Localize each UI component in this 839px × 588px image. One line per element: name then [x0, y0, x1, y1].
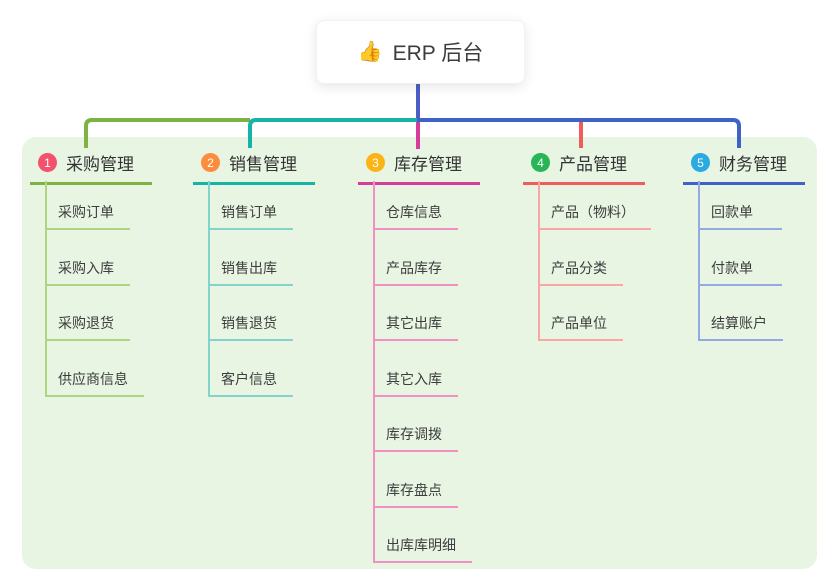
branch-3-child-4[interactable]: 其它入库	[373, 343, 458, 397]
branch-5-child-2[interactable]: 付款单	[698, 232, 782, 286]
branch-4-number-badge: 4	[531, 153, 550, 172]
branch-2-child-3[interactable]: 销售退货	[208, 288, 293, 341]
branch-4-title: 产品管理	[559, 155, 627, 174]
branch-2-child-4[interactable]: 客户信息	[208, 343, 293, 397]
branch-1-header[interactable]: 1 采购管理	[30, 147, 152, 185]
branch-3-number-badge: 3	[366, 153, 385, 172]
branch-4-children-line	[538, 181, 540, 341]
branch-1-children-line	[45, 181, 47, 397]
branch-3-title: 库存管理	[394, 155, 462, 174]
branch-3-child-1[interactable]: 仓库信息	[373, 177, 458, 230]
branch-5-number-badge: 5	[691, 153, 710, 172]
branch-3-children-line	[373, 181, 375, 563]
root-node[interactable]: 👍 ERP 后台	[316, 20, 525, 84]
branch-1-child-2[interactable]: 采购入库	[45, 232, 130, 286]
branch-2-header[interactable]: 2 销售管理	[193, 147, 315, 185]
thumbs-up-icon: 👍	[357, 41, 383, 63]
branch-1-child-4[interactable]: 供应商信息	[45, 343, 144, 397]
branch-3-child-6[interactable]: 库存盘点	[373, 454, 458, 508]
branch-1-child-1[interactable]: 采购订单	[45, 177, 130, 230]
root-title: ERP 后台	[392, 42, 484, 65]
branch-3-child-7[interactable]: 出库库明细	[373, 510, 472, 563]
branch-5-header[interactable]: 5 财务管理	[683, 147, 805, 185]
branch-2-child-1[interactable]: 销售订单	[208, 177, 293, 230]
branch-3-header[interactable]: 3 库存管理	[358, 147, 480, 185]
branch-5-title: 财务管理	[719, 155, 787, 174]
branch-2-title: 销售管理	[229, 155, 297, 174]
branch-2-child-2[interactable]: 销售出库	[208, 232, 293, 286]
branch-1-title: 采购管理	[66, 155, 134, 174]
branch-2-number-badge: 2	[201, 153, 220, 172]
branch-3-child-3[interactable]: 其它出库	[373, 288, 458, 341]
branch-4-child-2[interactable]: 产品分类	[538, 232, 623, 286]
branch-4-child-1[interactable]: 产品（物料）	[538, 177, 651, 230]
branch-5-child-1[interactable]: 回款单	[698, 177, 782, 230]
branch-5-children-line	[698, 181, 700, 341]
branch-1-number-badge: 1	[38, 153, 57, 172]
branch-4-child-3[interactable]: 产品单位	[538, 288, 623, 341]
branch-3-child-2[interactable]: 产品库存	[373, 232, 458, 286]
branches-group-background	[22, 137, 817, 569]
branch-2-children-line	[208, 181, 210, 397]
branch-3-child-5[interactable]: 库存调拨	[373, 399, 458, 452]
branch-5-child-3[interactable]: 结算账户	[698, 288, 783, 341]
branch-1-child-3[interactable]: 采购退货	[45, 288, 130, 341]
branch-4-header[interactable]: 4 产品管理	[523, 147, 645, 185]
